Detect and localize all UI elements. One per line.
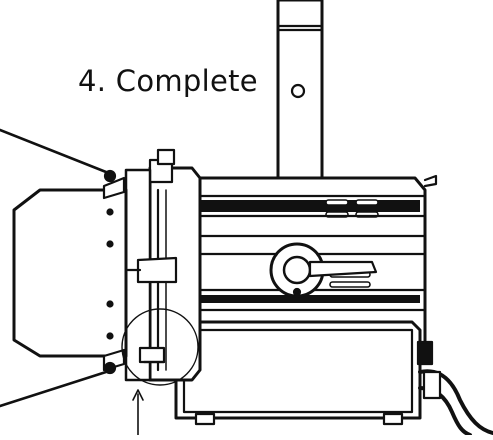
pointer-arrow — [132, 389, 144, 436]
tilt-lock-knob — [269, 242, 378, 298]
front-flange — [124, 148, 202, 382]
detail-callout — [121, 308, 199, 386]
barn-doors — [0, 128, 128, 408]
power-supply-box — [174, 320, 493, 437]
step-label: 4. Complete — [78, 64, 258, 98]
yoke-hole-icon — [290, 83, 306, 99]
